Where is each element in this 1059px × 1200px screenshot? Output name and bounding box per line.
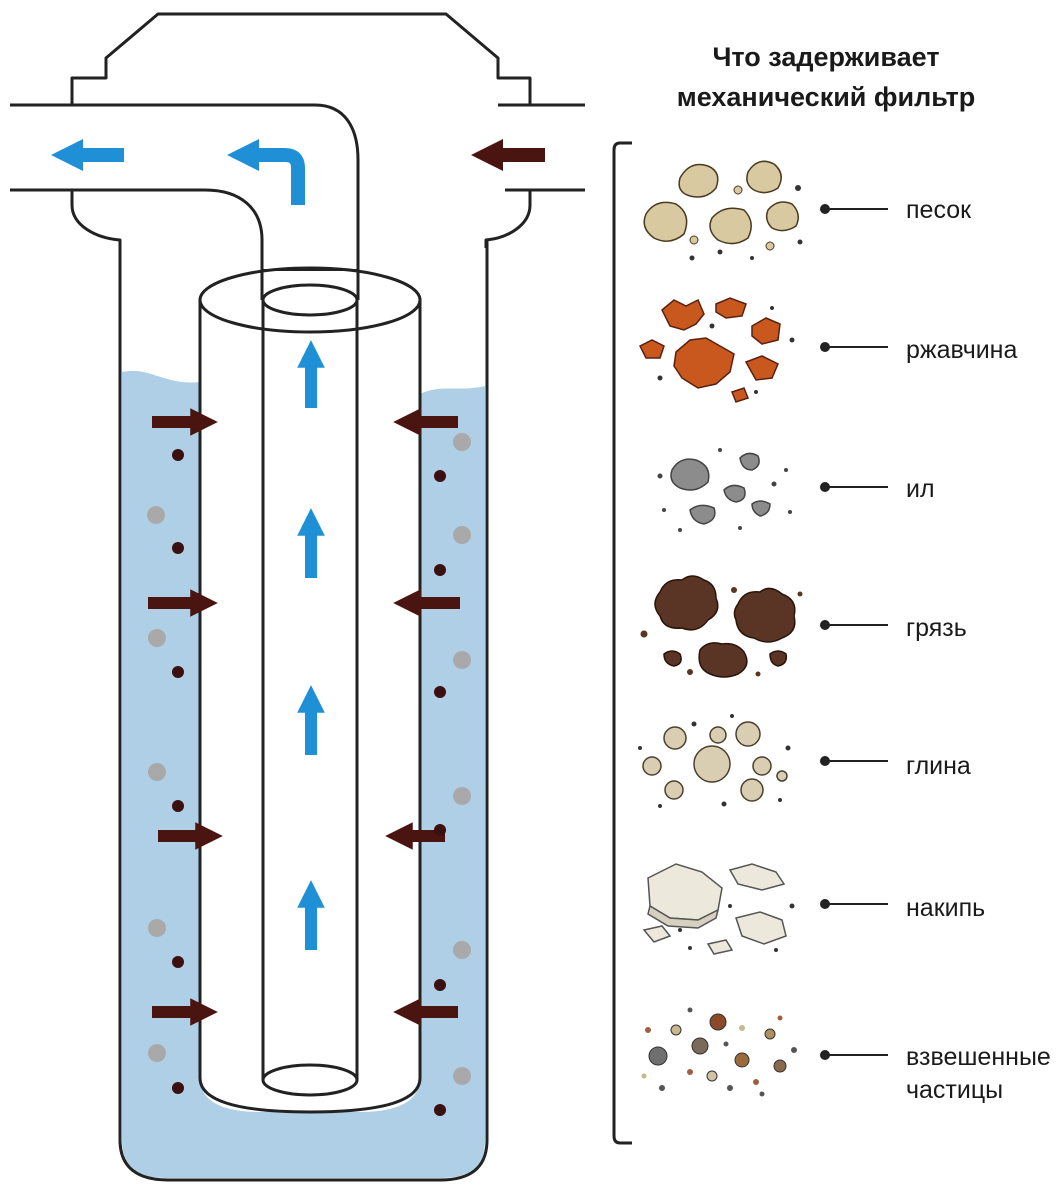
core-bottom [261, 1063, 359, 1097]
suspended-particles [641, 1007, 797, 1097]
label-silt: ил [906, 475, 935, 503]
housing-head [70, 12, 532, 105]
panel-bracket [612, 141, 632, 1145]
label-suspended-line1: взвешенные [906, 1043, 1051, 1071]
scale-particles [642, 863, 795, 955]
housing-bowl [118, 240, 489, 1182]
filter-housing [10, 12, 585, 1182]
housing-head-lower [70, 190, 122, 248]
panel-title-line2: механический фильтр [677, 82, 975, 112]
label-scale: накипь [906, 894, 985, 922]
silt-particles [657, 448, 792, 532]
label-rust: ржавчина [906, 336, 1017, 364]
water-particles [147, 433, 471, 1116]
label-suspended-line2: частицы [906, 1076, 1003, 1104]
center-tube-right-wall [314, 103, 360, 270]
panel-title-line1: Что задерживает [712, 42, 939, 72]
label-dirt: грязь [906, 614, 967, 642]
flow-arrows [51, 138, 545, 1026]
rust-particles [638, 297, 795, 403]
water-fill [122, 370, 485, 1179]
label-sand: песок [906, 196, 972, 224]
clay-particles [638, 714, 791, 808]
center-tube-left-wall [204, 188, 264, 270]
sand-particles [643, 160, 803, 261]
core-opening [261, 283, 359, 317]
label-clay: глина [906, 752, 971, 780]
dirt-particles [640, 575, 803, 678]
arrow-left-icon [227, 138, 305, 205]
housing-head-lower-right [484, 190, 532, 248]
